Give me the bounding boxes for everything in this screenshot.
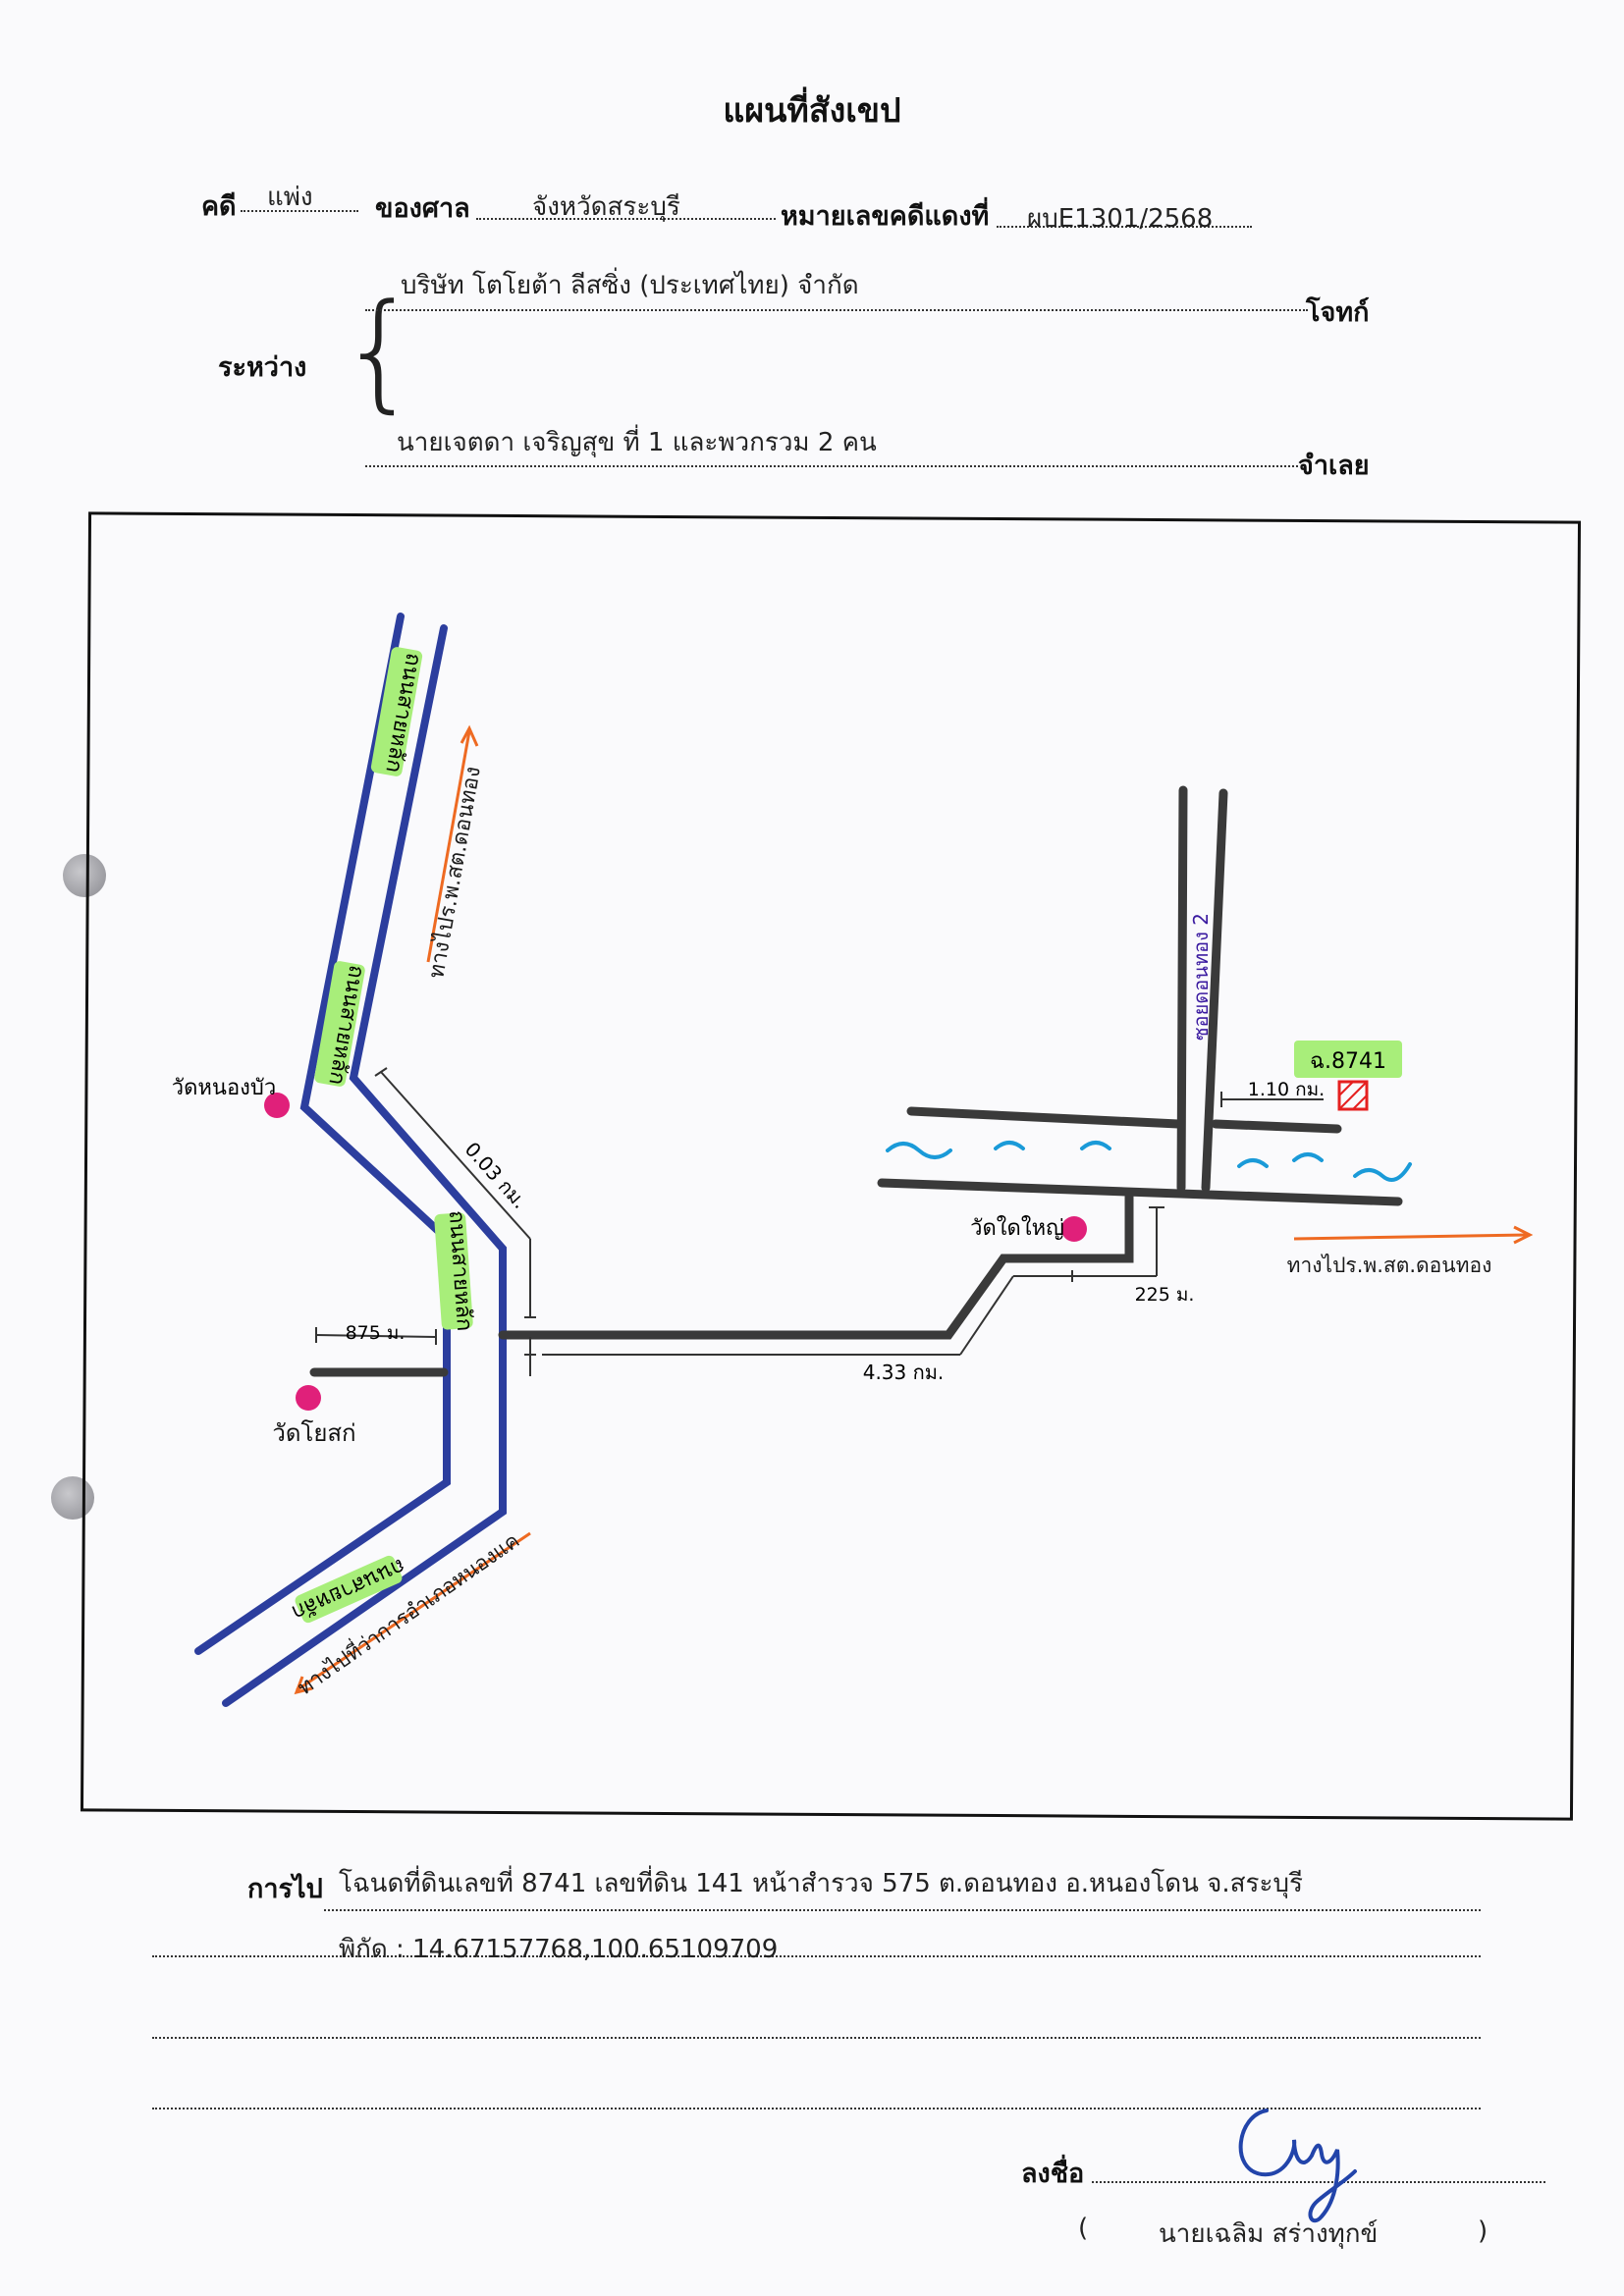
directions-line-1: โฉนดที่ดินเลขที่ 8741 เลขที่ดิน 141 หน้า… [339, 1869, 1303, 1898]
punch-hole-top [63, 854, 106, 897]
brace: { [339, 276, 420, 425]
plaintiff-value: บริษัท โตโยต้า ลีสซิ่ง (ประเทศไทย) จำกัด [401, 271, 859, 300]
direction-arrows [294, 724, 1534, 1695]
temple-1-icon [264, 1093, 290, 1118]
sign-label: ลงชื่อ [1021, 2159, 1085, 2189]
court-line [476, 218, 776, 220]
dist-side-label: 875 ม. [346, 1322, 406, 1344]
plaintiff-label: โจทก์ [1306, 297, 1370, 328]
punch-hole-bottom [51, 1476, 94, 1520]
case-label: คดี [201, 191, 237, 222]
directions-dotline-2 [152, 1955, 1481, 1957]
case-type-line [241, 210, 358, 212]
red-case-value: ผบE1301/2568 [1027, 204, 1214, 234]
sign-close-paren: ) [1478, 2216, 1489, 2246]
sign-line [1092, 2181, 1545, 2183]
defendant-label: จำเลย [1298, 451, 1370, 481]
red-case-label: หมายเลขคดีแดงที่ [781, 201, 990, 232]
dist-main-label: 4.33 กม. [863, 1361, 945, 1384]
defendant-value: นายเจตดา เจริญสุข ที่ 1 และพวกรวม 2 คน [397, 428, 877, 457]
court-label: ของศาล [375, 193, 470, 224]
temple-2-icon [296, 1385, 321, 1411]
case-type-value: แพ่ง [267, 183, 313, 212]
temple-3-label: วัดใดใหญ่ [970, 1215, 1064, 1241]
court-value: จังหวัดสระบุรี [532, 192, 680, 222]
directions-label: การไป [247, 1874, 323, 1904]
temple-1-label: วัดหนองบัว [172, 1076, 276, 1100]
temple-2-label: วัดโยสก่ [272, 1419, 355, 1447]
directions-dotline-1 [324, 1909, 1481, 1911]
between-label: ระหว่าง [218, 352, 307, 383]
dist-short-label: 225 ม. [1135, 1284, 1195, 1306]
main-road [194, 613, 507, 1707]
soi-label: ซอยดอนทอง 2 [1189, 913, 1213, 1041]
defendant-line [365, 465, 1298, 467]
temple-3-icon [1061, 1216, 1087, 1242]
directions-line-2: พิกัด : 14.67157768,100.65109709 [339, 1935, 779, 1964]
dimension-lines [315, 1067, 1324, 1376]
directions-dotline-4 [152, 2108, 1481, 2109]
signature-mark [1238, 2109, 1357, 2223]
target-parcel-label: ฉ.8741 [1310, 1049, 1386, 1074]
red-case-line [997, 226, 1252, 228]
page-title: แผนที่สังเขป [723, 91, 901, 131]
plaintiff-line [365, 309, 1308, 311]
dist-target-label: 1.10 กม. [1248, 1079, 1325, 1100]
directions-dotline-3 [152, 2037, 1481, 2039]
label-to-north: ทางไปร.พ.สต.ดอนทอง [423, 765, 486, 981]
connector-roads [309, 785, 1403, 1377]
label-to-east: ทางไปร.พ.สต.ดอนทอง [1287, 1254, 1492, 1277]
signer-name: นายเฉลิม สร่างทุกข์ [1159, 2219, 1379, 2249]
sign-open-paren: ( [1078, 2214, 1089, 2243]
road-highlights [295, 647, 1402, 1624]
water-waves [886, 1141, 1412, 1182]
